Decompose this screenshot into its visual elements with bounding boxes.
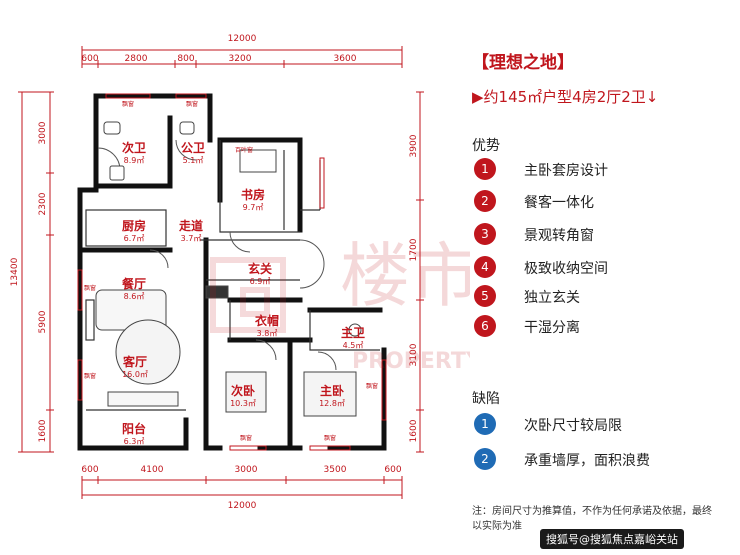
dim-left-4: 1600 (38, 419, 48, 442)
advantage-text: 独立玄关 (524, 290, 580, 306)
room-area-12: 6.3㎡ (124, 437, 145, 446)
room-name-0: 次卫 (122, 140, 146, 155)
advantage-badge: 4 (474, 256, 496, 278)
room-name-9: 客厅 (122, 354, 147, 369)
watermark-cn: 楼市独家 (340, 235, 470, 317)
room-area-10: 10.3㎡ (230, 399, 256, 408)
advantage-item: 3 景观转角窗 (474, 223, 734, 245)
info-panel: 【理想之地】 ▶约145㎡户型4房2厅2卫↓ 优势 1 主卧套房设计 2 餐客一… (468, 0, 740, 555)
room-area-1: 5.1㎡ (183, 156, 204, 165)
dim-bottom-5: 600 (384, 465, 401, 475)
advantage-text: 极致收纳空间 (524, 261, 608, 277)
dim-top-3: 800 (177, 54, 194, 64)
advantages-heading: 优势 (472, 138, 500, 154)
advantage-badge: 6 (474, 315, 496, 337)
dim-top-2: 2800 (125, 54, 148, 64)
room-area-5: 6.9㎡ (250, 277, 271, 286)
room-name-7: 衣帽 (255, 313, 279, 328)
dim-top-5: 3600 (334, 54, 357, 64)
defect-text: 次卧尺寸较局限 (524, 418, 622, 434)
room-area-6: 8.6㎡ (124, 292, 145, 301)
advantage-text: 景观转角窗 (524, 228, 594, 244)
advantage-item: 4 极致收纳空间 (474, 256, 734, 278)
walls (77, 93, 387, 451)
advantage-item: 5 独立玄关 (474, 285, 734, 307)
fixtures (95, 121, 362, 417)
dim-right-3: 3100 (409, 343, 419, 366)
window-tag-1: 飘窗 (122, 100, 134, 108)
room-area-9: 16.0㎡ (122, 370, 148, 379)
dim-left-3: 5900 (38, 310, 48, 333)
room-area-0: 8.9㎡ (124, 156, 145, 165)
floor-plan: 12000 600 2800 800 3200 3600 600 4100 30… (10, 34, 470, 511)
defect-badge: 2 (474, 448, 496, 470)
window-tag-4: 飘窗 (84, 372, 96, 380)
room-area-3: 6.7㎡ (124, 234, 145, 243)
room-area-7: 3.8㎡ (257, 329, 278, 338)
dim-right-2: 1700 (409, 238, 419, 261)
window-tag-6: 飘窗 (324, 434, 336, 442)
defect-item: 1 次卧尺寸较局限 (474, 413, 734, 435)
dim-bottom-3: 3000 (235, 465, 258, 475)
room-name-12: 阳台 (122, 421, 146, 436)
dim-left-1: 3000 (38, 121, 48, 144)
room-name-2: 书房 (241, 187, 265, 202)
advantage-item: 6 干湿分离 (474, 315, 734, 337)
dim-bottom-4: 3500 (324, 465, 347, 475)
advantage-text: 餐客一体化 (524, 195, 594, 211)
room-area-8: 4.5㎡ (343, 341, 364, 350)
disclaimer-note: 注：房间尺寸为推算值，不作为任何承诺及依据，最终以实际为准 (472, 506, 712, 532)
room-name-8: 主卫 (341, 325, 365, 340)
room-name-4: 走道 (179, 218, 203, 233)
window-tag-7: 飘窗 (366, 382, 378, 390)
dim-top-4: 3200 (229, 54, 252, 64)
defects-heading: 缺陷 (472, 391, 500, 407)
defect-badge: 1 (474, 413, 496, 435)
advantage-text: 主卧套房设计 (524, 163, 608, 179)
advantage-badge: 5 (474, 285, 496, 307)
room-name-1: 公卫 (181, 141, 205, 155)
room-name-3: 厨房 (122, 218, 146, 233)
advantage-item: 1 主卧套房设计 (474, 158, 734, 180)
dim-right-4: 1600 (409, 419, 419, 442)
room-area-11: 12.8㎡ (319, 399, 345, 408)
watermark-en: PROPERTY EXCLUSIVE (352, 349, 470, 374)
panel-title: 【理想之地】 (472, 53, 574, 73)
door-swings (97, 139, 337, 371)
dim-top-1: 600 (81, 54, 98, 64)
window-tag-5: 飘窗 (240, 434, 252, 442)
source-credit: 搜狐号@搜狐焦点嘉峪关站 (540, 529, 684, 549)
dim-bottom-2: 4100 (141, 465, 164, 475)
defect-text: 承重墙厚，面积浪费 (524, 453, 650, 469)
panel-subtitle: ▶约145㎡户型4房2厅2卫↓ (472, 88, 659, 106)
advantage-badge: 1 (474, 158, 496, 180)
defect-item: 2 承重墙厚，面积浪费 (474, 448, 734, 470)
dim-left-2: 2300 (38, 192, 48, 215)
dim-right-1: 3900 (409, 134, 419, 157)
room-name-11: 主卧 (320, 383, 344, 398)
room-area-4: 3.7㎡ (181, 234, 202, 243)
thin-walls (85, 140, 380, 411)
window-tag-2: 飘窗 (186, 100, 198, 108)
window-tag-3: 飘窗 (84, 284, 96, 292)
louver-tag: 百叶窗 (235, 146, 253, 154)
room-name-5: 玄关 (248, 261, 272, 276)
dim-left-total: 13400 (10, 257, 20, 286)
dimension-lines (18, 46, 424, 499)
windows (77, 93, 387, 451)
watermark: 楼市独家 PROPERTY EXCLUSIVE (210, 235, 470, 374)
room-name-10: 次卧 (231, 383, 255, 398)
advantage-badge: 3 (474, 223, 496, 245)
room-name-6: 餐厅 (122, 276, 146, 291)
room-area-2: 9.7㎡ (243, 203, 264, 212)
advantage-text: 干湿分离 (524, 320, 580, 336)
dim-total-top: 12000 (228, 34, 257, 44)
dim-total-bottom: 12000 (228, 501, 257, 511)
dim-bottom-1: 600 (81, 465, 98, 475)
advantage-badge: 2 (474, 190, 496, 212)
advantage-item: 2 餐客一体化 (474, 190, 734, 212)
